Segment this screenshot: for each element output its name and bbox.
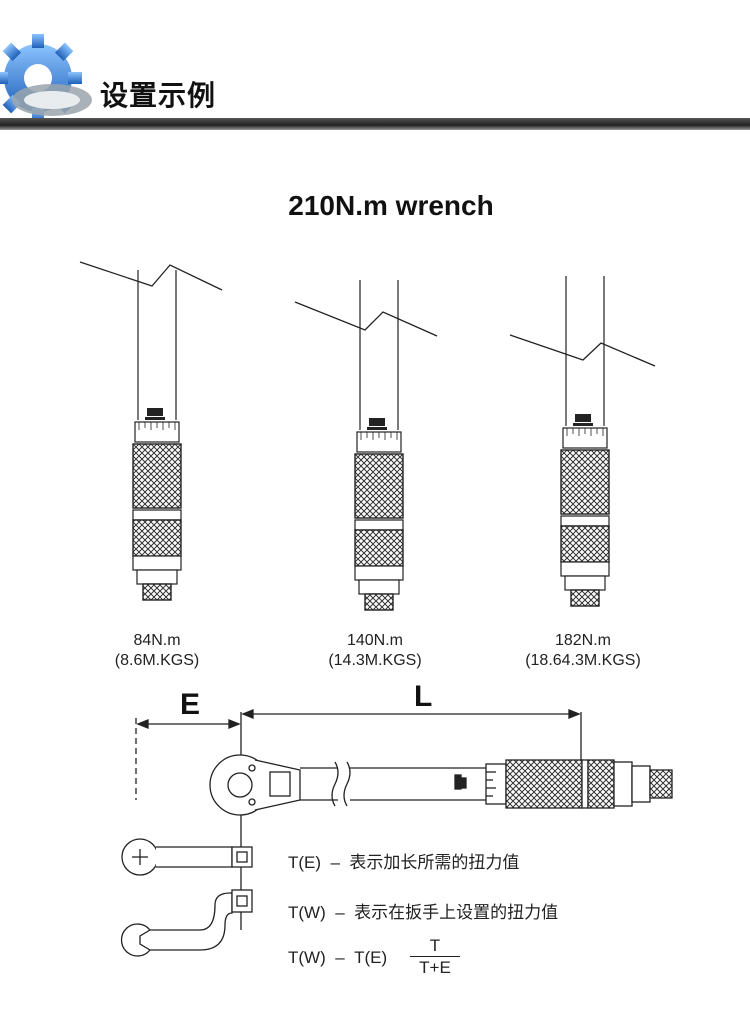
legend-text: 表示加长所需的扭力值 [349, 853, 520, 872]
legend-item-tw: T(W) – 表示在扳手上设置的扭力值 [288, 898, 558, 923]
legend-text: 表示在扳手上设置的扭力值 [354, 903, 559, 922]
formula-fraction: T T+E [410, 936, 460, 979]
dimension-l-label: L [414, 680, 433, 713]
gear-logo-icon [0, 34, 92, 122]
wrench-setting-2 [294, 279, 438, 611]
wrench-value-3: 182N.m [554, 632, 612, 649]
wrench-kgs-1: (8.6M.KGS) [114, 652, 200, 669]
wrench-value-1: 84N.m [133, 632, 181, 649]
formula-factor: T(E) [354, 948, 388, 967]
wrench-setting-3 [509, 275, 656, 607]
wrench-kgs-2: (14.3M.KGS) [328, 652, 422, 669]
page-header: 设置示例 [0, 0, 750, 140]
formula-numerator: T [410, 936, 460, 957]
formula-left: T(W) [288, 948, 326, 967]
formula-dash: – [335, 948, 345, 967]
header-divider [0, 118, 750, 130]
extension-diagram [120, 709, 673, 957]
wrench-value-2: 140N.m [346, 632, 404, 649]
legend-dash: – [335, 903, 345, 922]
dimension-e-label: E [180, 688, 201, 721]
page-title: 设置示例 [100, 79, 217, 112]
legend-symbol: T(W) [288, 903, 326, 922]
formula: T(W) – T(E) [288, 948, 387, 968]
wrench-kgs-3: (18.64.3M.KGS) [525, 652, 641, 669]
wrench-setting-1 [79, 261, 223, 601]
diagram-title: 210N.m wrench [288, 190, 494, 221]
formula-denominator: T+E [419, 958, 451, 977]
legend-symbol: T(E) [288, 853, 322, 872]
legend-item-te: T(E) – 表示加长所需的扭力值 [288, 848, 519, 873]
legend-dash: – [330, 853, 340, 872]
wrench-label-2: 140N.m (14.3M.KGS) [300, 631, 450, 671]
wrench-label-1: 84N.m (8.6M.KGS) [82, 631, 232, 671]
wrench-label-3: 182N.m (18.64.3M.KGS) [508, 631, 658, 671]
